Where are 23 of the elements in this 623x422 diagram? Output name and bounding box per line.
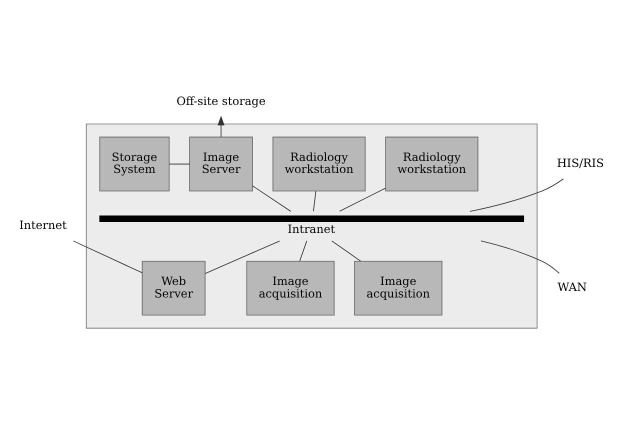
node-box: Radiology workstation: [385, 136, 478, 192]
connector: [72, 240, 143, 274]
connector: [331, 240, 362, 262]
node-text: HIS/RIS: [556, 156, 604, 170]
node-box: Web Server: [142, 260, 206, 316]
node-text: WAN: [558, 280, 587, 294]
connector: [480, 240, 560, 274]
arrow: [218, 116, 224, 138]
connector: [299, 240, 308, 262]
connector: [470, 178, 564, 212]
node-text: Internet: [19, 218, 67, 232]
connector: [252, 185, 292, 212]
connector: [313, 190, 316, 212]
node-box: Storage System: [99, 136, 170, 192]
node-box: Image Server: [189, 136, 253, 192]
node-box: Image acquisition: [246, 260, 335, 316]
node-label: Intranet: [288, 222, 336, 236]
node-text: Off-site storage: [176, 94, 266, 108]
connector: [204, 240, 280, 274]
node-box: Image acquisition: [354, 260, 442, 316]
node-box: Radiology workstation: [272, 136, 366, 192]
connector: [339, 188, 386, 212]
node-box: [99, 216, 524, 222]
